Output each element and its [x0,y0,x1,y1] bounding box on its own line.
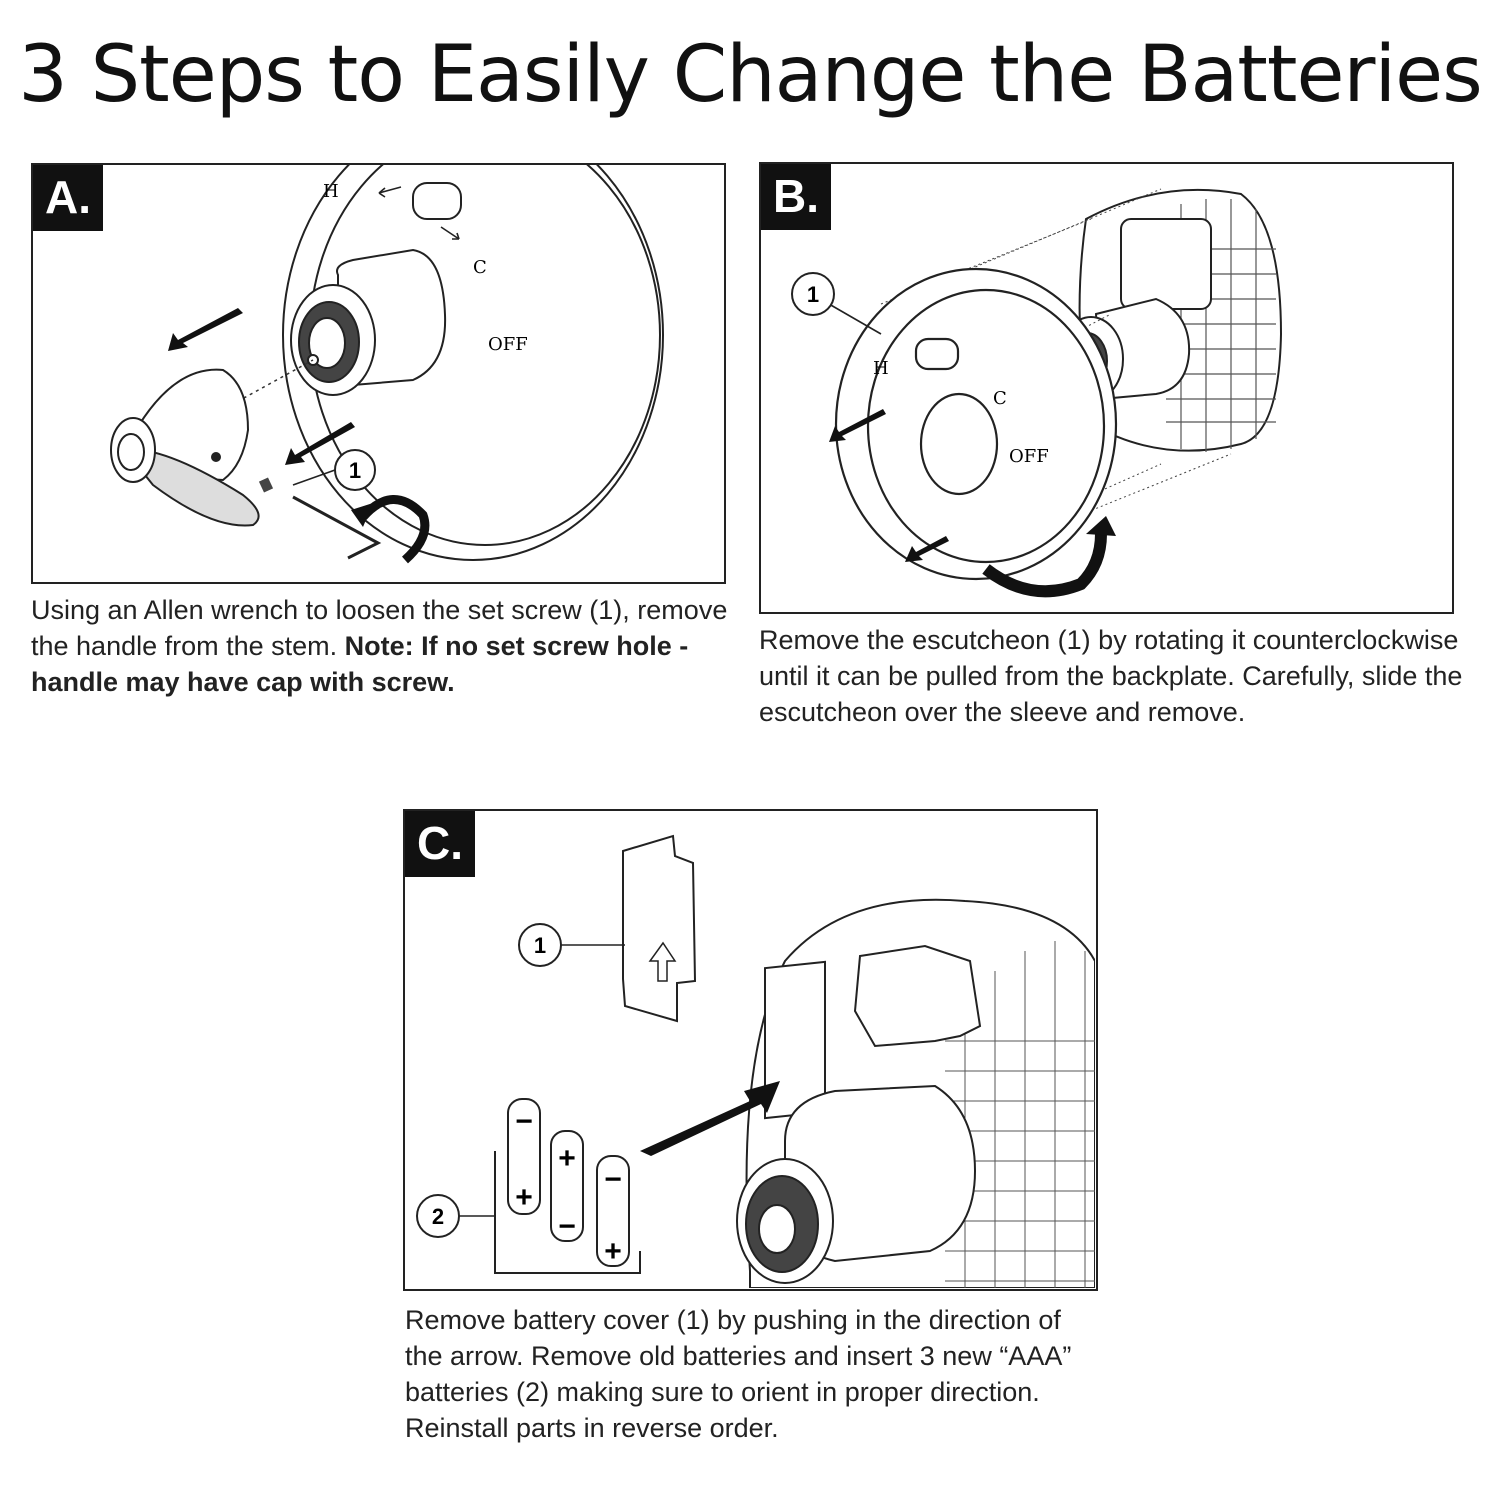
step-a-caption: Using an Allen wrench to loosen the set … [31,592,736,700]
step-b-caption: Remove the escutcheon (1) by rotating it… [759,625,1463,727]
callout-1-text: 1 [349,458,361,483]
escutcheon-plate [282,165,664,561]
step-b-panel: B. [759,162,1454,614]
callout-batteries-text: 2 [432,1204,444,1229]
pull-arrow-top-icon [829,409,886,442]
battery-minus-text: − [604,1163,622,1196]
set-screw [258,477,274,493]
callout-batteries-circle [416,1194,460,1238]
batteries-bracket [494,1151,641,1274]
callout-cover-circle [518,923,562,967]
dial-arrow-left-icon [378,186,402,194]
pull-arrow-icon [168,308,243,351]
rotate-arrow-icon [359,495,430,564]
step-a-illustration: H C OFF [110,165,664,564]
step-a-panel: A. H C OFF [31,163,726,584]
escutcheon [834,267,1118,581]
dial-hot-text: H [873,358,889,379]
dial-hot-text: H [323,181,339,202]
aaa-battery: + − [550,1130,584,1243]
pull-arrow-bottom-icon [905,536,949,562]
allen-wrench [292,495,382,560]
step-b-label: B. [761,164,831,230]
callout-cover-text: 1 [534,933,546,958]
step-b-illustration: H C OFF 1 [791,188,1283,598]
dial-cold-text: C [993,388,1007,409]
battery-minus-text: − [558,1210,576,1243]
step-a-caption-text: Using an Allen wrench to loosen the set … [31,595,728,661]
plate-window [412,182,462,220]
step-c-caption: Remove battery cover (1) by pushing in t… [405,1305,1072,1443]
aaa-battery: − + [507,1098,541,1215]
dial-off-text: OFF [1009,446,1049,467]
battery-plus-text: + [515,1181,533,1214]
step-a-caption-note: Note: If no set screw hole - handle may … [31,631,689,697]
remove-arrow-icon [285,422,355,465]
page-title: 3 Steps to Easily Change the Batteries [18,30,1483,120]
push-arrow-icon [648,941,677,982]
shower-handle [110,368,260,527]
rotate-arrow-icon [982,533,1107,598]
dial-arrow-right-icon [440,226,460,240]
battery-minus-text: − [515,1105,533,1138]
step-c-panel: C. 1 [403,809,1098,1291]
battery-plus-text: + [604,1235,622,1268]
aaa-battery: − + [596,1155,630,1268]
callout-1-circle [334,449,376,491]
insert-arrow-icon [640,1081,780,1156]
battery-cover [622,834,697,1023]
dial-cold-text: C [473,257,487,278]
step-c-illustration: 1 [416,834,1095,1288]
callout-1-circle [791,272,835,316]
callout-1-text: 1 [807,282,819,307]
step-c-label: C. [405,811,475,877]
dial-off-text: OFF [488,334,528,355]
escutcheon-hole [919,392,999,496]
step-a-label: A. [33,165,103,231]
battery-plus-text: + [558,1142,576,1175]
